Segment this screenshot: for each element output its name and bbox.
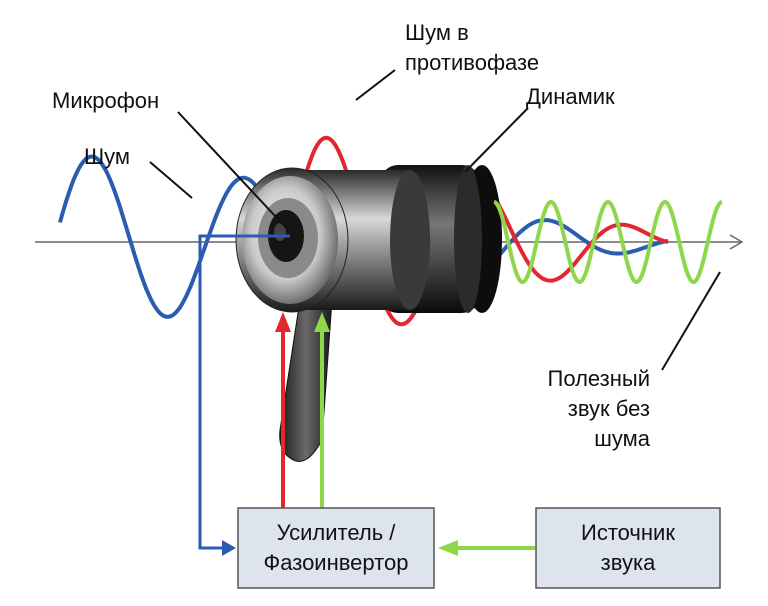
microphone-label: Микрофон	[52, 88, 159, 113]
amplifier-label-line1: Усилитель /	[277, 520, 397, 545]
antiphase-label-line2: противофазе	[405, 50, 539, 75]
earbud-speaker-illustration	[235, 165, 502, 462]
useful-sound-label-line1: Полезный	[548, 366, 651, 391]
noise-label: Шум	[84, 144, 130, 169]
source-label-line1: Источник	[581, 520, 675, 545]
amplifier-label-line2: Фазоинвертор	[264, 550, 409, 575]
sound-source-box: Источник звука	[535, 507, 721, 589]
callout-lines	[149, 69, 721, 371]
source-to-amplifier-path	[438, 540, 535, 556]
antiphase-signal-path	[275, 312, 291, 510]
microphone-signal-path	[198, 234, 290, 556]
speaker-label: Динамик	[526, 84, 615, 109]
useful-signal-path	[314, 312, 330, 510]
useful-sound-label-line3: шума	[594, 426, 651, 451]
antiphase-label-line1: Шум в	[405, 20, 469, 45]
source-label-line2: звука	[601, 550, 656, 575]
amplifier-box: Усилитель / Фазоинвертор	[237, 507, 435, 589]
useful-sound-wave	[492, 200, 724, 284]
useful-sound-label-line2: звук без	[568, 396, 650, 421]
